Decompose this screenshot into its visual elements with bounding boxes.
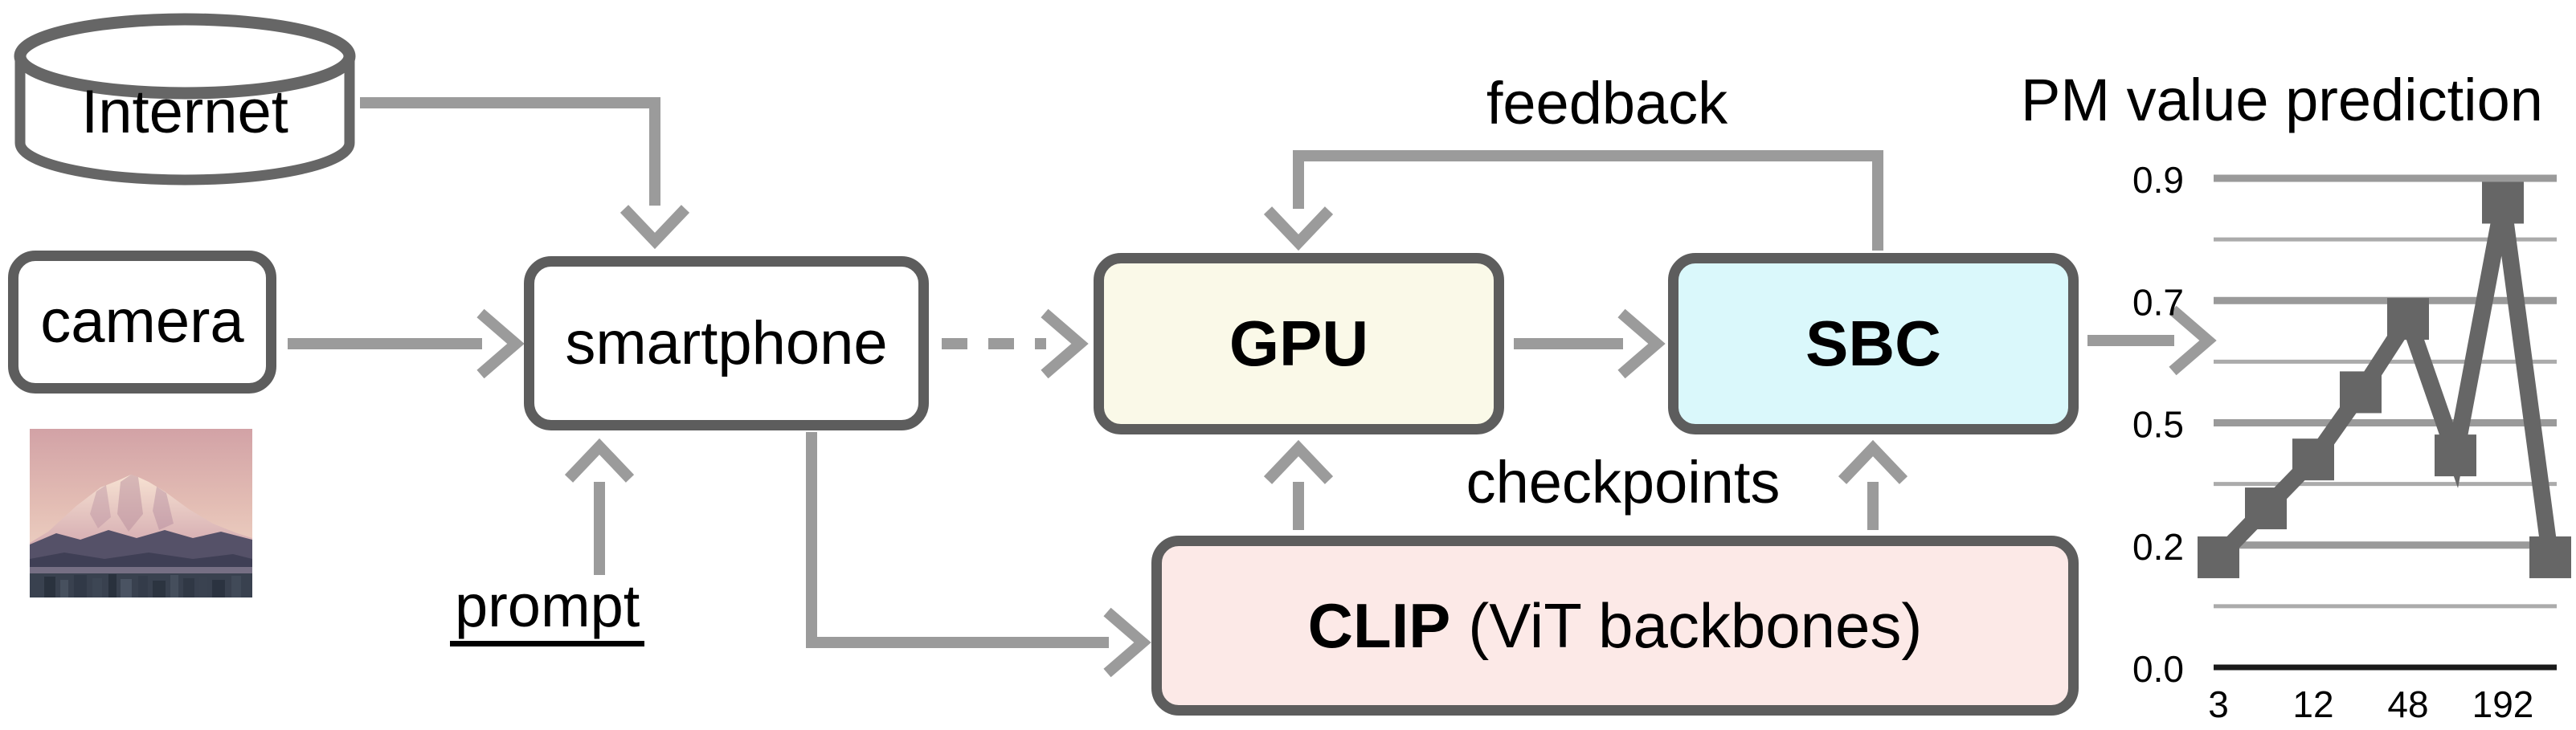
- chart-y-tick: 0.5: [2132, 404, 2184, 446]
- arrow-camera-to-smartphone: [288, 308, 525, 379]
- chart-x-tick: 3: [2208, 683, 2229, 725]
- smartphone-node-label: smartphone: [565, 308, 888, 377]
- prompt-label: prompt: [450, 577, 645, 646]
- chart-y-tick: 0.0: [2132, 648, 2184, 690]
- arrow-feedback-sbc-to-gpu: [1263, 150, 1883, 251]
- camera-node: camera: [8, 251, 276, 394]
- chart-marker: [2387, 298, 2429, 341]
- pm-prediction-chart: 0.9 0.7 0.5 0.2 0.0 3 12 48 192: [2132, 159, 2571, 725]
- city-buildings: [44, 574, 241, 597]
- chart-marker: [2292, 438, 2334, 481]
- chart-marker: [2340, 371, 2382, 414]
- chart-x-tick: 12: [2292, 683, 2333, 725]
- arrow-gpu-to-sbc: [1514, 308, 1666, 379]
- internet-node-label: Internet: [81, 78, 288, 146]
- chart-marker: [2529, 536, 2571, 578]
- chart-x-tick: 48: [2387, 683, 2428, 725]
- arrow-sbc-to-chart: [2087, 305, 2217, 376]
- chart-marker: [2482, 181, 2524, 224]
- arrow-clip-to-sbc: [1838, 439, 1908, 530]
- arrow-clip-to-gpu: [1263, 439, 1334, 530]
- clip-node-sublabel: (ViT backbones): [1468, 590, 1923, 661]
- arrow-internet-to-smartphone: [360, 97, 690, 250]
- chart-marker: [2245, 487, 2287, 530]
- database-cylinder-icon: [14, 13, 356, 186]
- chart-marker: [2198, 536, 2239, 578]
- arrow-smartphone-to-clip: [806, 432, 1151, 678]
- mountain-photo: [30, 429, 252, 597]
- chart-y-tick: 0.2: [2132, 526, 2184, 568]
- clip-node-label: CLIP: [1307, 590, 1451, 661]
- chart-x-tick: 192: [2472, 683, 2534, 725]
- chart-marker: [2435, 434, 2476, 477]
- checkpoints-edge-label: checkpoints: [1466, 449, 1781, 516]
- camera-node-label: camera: [40, 288, 244, 356]
- arrow-smartphone-to-gpu-dashed: [942, 308, 1089, 379]
- sbc-node: SBC: [1668, 253, 2079, 434]
- feedback-edge-label: feedback: [1486, 70, 1728, 137]
- gpu-node: GPU: [1094, 253, 1504, 434]
- chart-y-tick: 0.9: [2132, 159, 2184, 201]
- chart-title: PM value prediction: [2021, 67, 2543, 133]
- chart-y-tick: 0.7: [2132, 281, 2184, 323]
- arrow-prompt-to-smartphone: [564, 438, 635, 575]
- smartphone-node: smartphone: [524, 256, 929, 430]
- sbc-node-label: SBC: [1805, 308, 1941, 379]
- gpu-node-label: GPU: [1229, 308, 1369, 379]
- clip-node: CLIP (ViT backbones): [1151, 536, 2079, 716]
